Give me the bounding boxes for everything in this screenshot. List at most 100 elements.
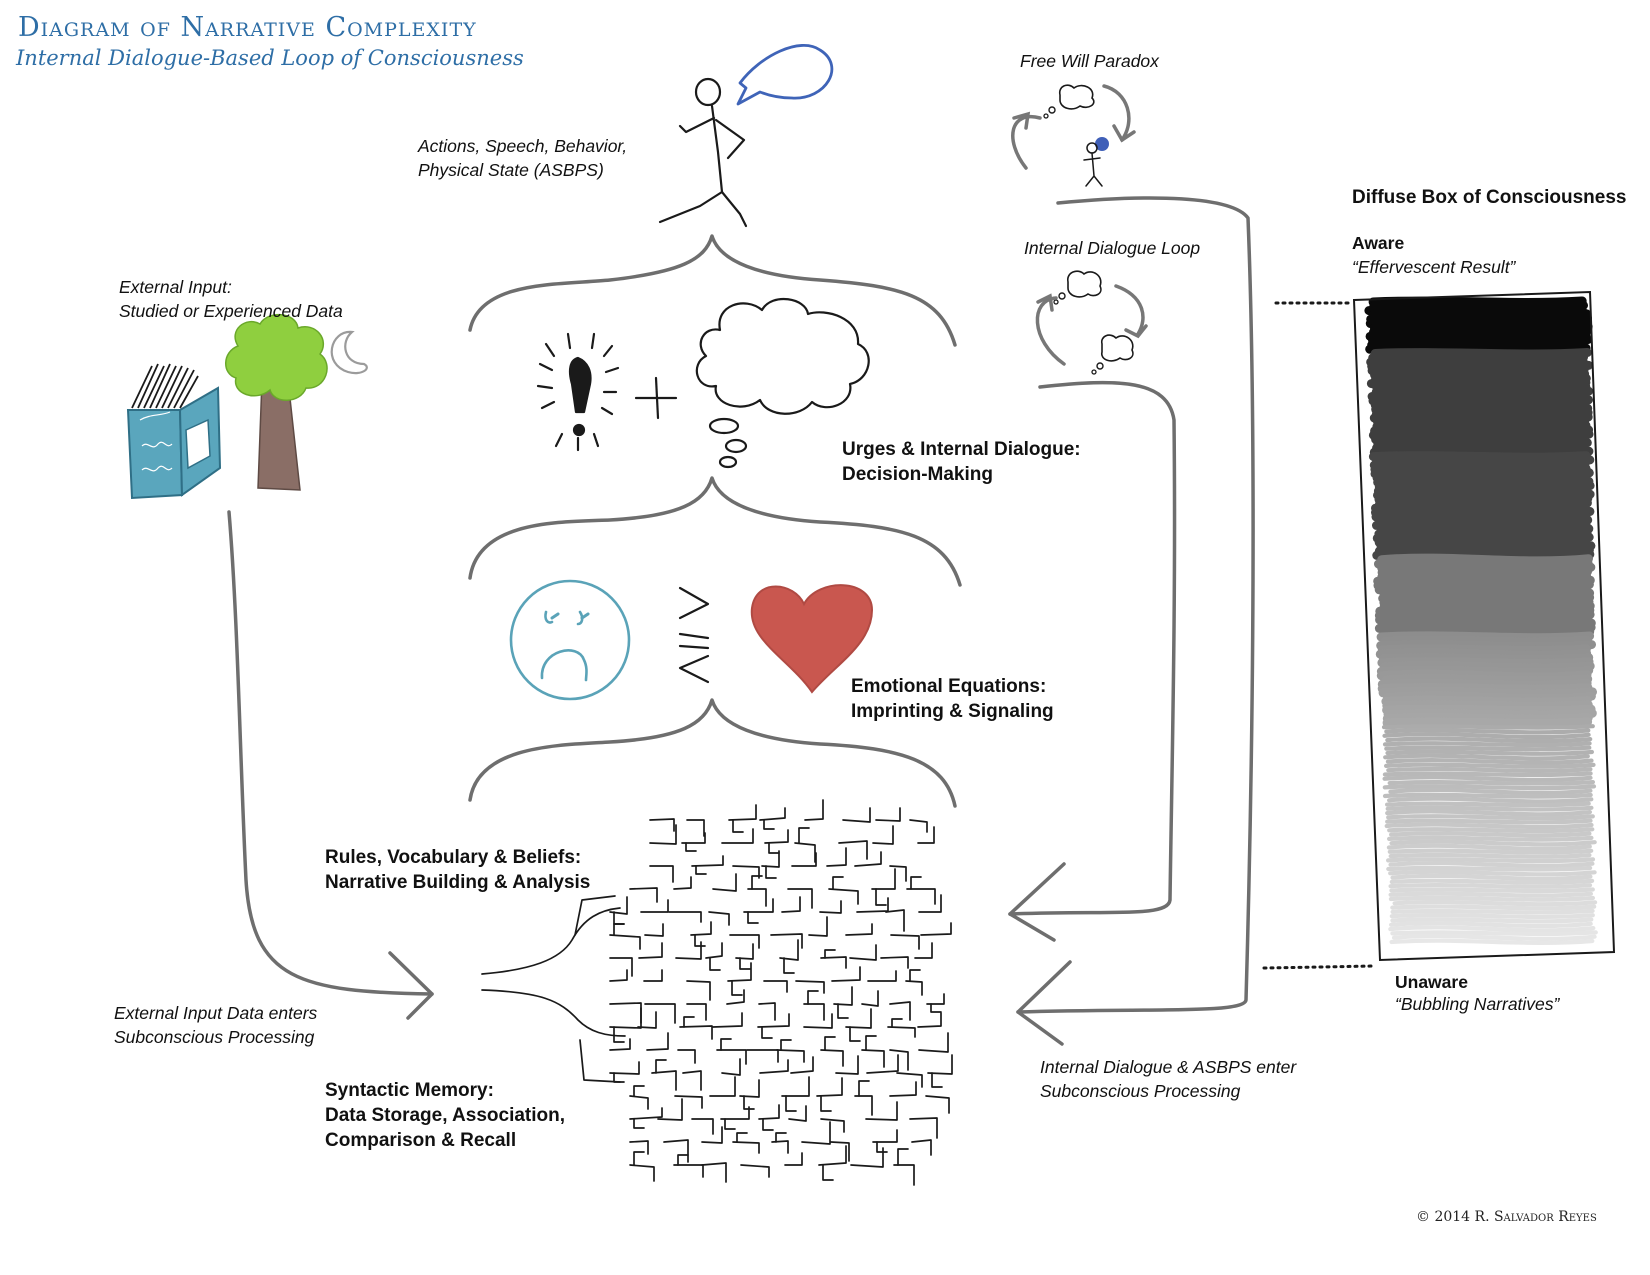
maze-segment	[833, 986, 853, 1006]
asbps-arrowhead	[1016, 960, 1072, 1046]
internal-dialogue-arrowhead	[1008, 862, 1066, 942]
consciousness-scribble	[1382, 732, 1591, 740]
maze-segment	[826, 847, 847, 867]
maze-segment	[787, 888, 813, 909]
consciousness-scribble	[1385, 758, 1594, 765]
maze-segment	[673, 876, 692, 890]
maze-segment	[762, 1118, 774, 1131]
consciousness-scribble	[1391, 933, 1597, 941]
maze-segment	[780, 1039, 792, 1051]
consciousness-scribble	[1385, 809, 1592, 817]
maze-segment	[694, 934, 706, 947]
maze-segment	[818, 1145, 847, 1166]
maze-segment	[701, 1162, 727, 1183]
consciousness-scribble	[1392, 899, 1598, 907]
maze-segment	[649, 865, 674, 883]
maze-segment	[663, 1139, 689, 1163]
asbps-label-line1: Actions, Speech, Behavior,	[418, 136, 628, 156]
asbps-connector	[1016, 196, 1255, 1014]
maze-segment	[746, 1049, 779, 1063]
consciousness-scribble	[1384, 745, 1592, 752]
maze-segment	[686, 819, 705, 837]
maze-segment	[920, 922, 952, 936]
maze-segment	[930, 1003, 942, 1013]
consciousness-scribble	[1382, 792, 1593, 799]
maze-segment	[918, 894, 942, 913]
maze-segment	[677, 1049, 696, 1064]
urges-label-line1: Urges & Internal Dialogue:	[842, 439, 1081, 460]
maze-segment	[925, 1095, 950, 1114]
maze-segment	[657, 1098, 683, 1121]
maze-segment	[644, 923, 664, 937]
maze-segment	[629, 887, 658, 903]
maze-segment	[655, 1059, 667, 1074]
maze-segment	[735, 943, 754, 960]
maze-segment	[828, 888, 859, 905]
maze-segment	[759, 807, 786, 821]
maze-segment	[816, 1077, 843, 1097]
maze-segment	[579, 1039, 621, 1083]
maze-segment	[822, 1164, 834, 1181]
maze-segment	[872, 825, 894, 845]
maze-segment	[770, 933, 803, 949]
urges-label-line2: Decision-Making	[842, 464, 993, 485]
maze-segment	[629, 1095, 649, 1110]
maze-segment	[709, 957, 721, 971]
maze-segment	[865, 1101, 898, 1121]
maze-segment	[872, 1129, 898, 1143]
maze-segment	[794, 842, 816, 863]
maze-segment	[927, 1054, 953, 1075]
maze-segment	[724, 1118, 736, 1130]
brace-middle	[468, 476, 962, 587]
copyright: © 2014 R. Salvador Reyes	[1416, 1209, 1597, 1225]
consciousness-scribble	[1390, 873, 1593, 881]
consciousness-scribble	[1386, 766, 1593, 773]
consciousness-scribble	[1385, 749, 1594, 756]
maze-segment	[926, 993, 945, 1005]
maze-segment	[880, 956, 909, 969]
maze-segment	[909, 969, 921, 982]
consciousness-scribble	[1390, 917, 1594, 924]
maze-segment	[889, 1001, 911, 1021]
external-input-arrowhead	[388, 951, 434, 1020]
maze-segment	[909, 819, 928, 833]
maze-segment	[609, 957, 633, 977]
maze-segment	[629, 1140, 649, 1155]
maze-segment	[686, 1003, 707, 1021]
syntactic-label: Syntactic Memory: Data Storage, Associat…	[325, 1078, 565, 1153]
free-will-paradox-icon	[1011, 84, 1136, 187]
maze-segment	[824, 1036, 836, 1051]
sad-face-icon	[509, 579, 631, 701]
consciousness-scribble	[1386, 865, 1593, 872]
consciousness-scribble	[1385, 736, 1593, 744]
maze-segment	[731, 980, 743, 996]
maze-segment	[918, 1032, 949, 1053]
maze-segment	[905, 980, 923, 996]
maze-segment	[739, 1079, 760, 1098]
syntactic-label-line3: Comparison & Recall	[325, 1130, 517, 1151]
maze-segment	[691, 1118, 714, 1135]
maze-segment	[763, 980, 788, 993]
emotional-label-line1: Emotional Equations:	[851, 676, 1047, 697]
syntactic-label-line1: Syntactic Memory:	[325, 1080, 494, 1101]
maze-segment	[729, 934, 760, 949]
maze-segment	[820, 1118, 845, 1133]
external-input-label: External Input: Studied or Experienced D…	[119, 275, 343, 323]
consciousness-scribble	[1389, 887, 1595, 894]
maze-segment	[728, 804, 757, 821]
maze-segment	[761, 1026, 773, 1039]
maze-segment	[679, 1025, 713, 1040]
emotional-label: Emotional Equations: Imprinting & Signal…	[851, 674, 1054, 724]
consciousness-scribble	[1382, 771, 1593, 778]
maze-segment	[820, 956, 847, 969]
maze-segment	[609, 969, 628, 982]
maze-segment	[732, 819, 744, 833]
maze-segment	[674, 1095, 703, 1109]
maze-segment	[832, 876, 844, 890]
maze-segment	[764, 829, 789, 844]
maze-segment	[861, 990, 879, 1007]
maze-segment	[716, 1049, 747, 1065]
consciousness-scribble	[1384, 762, 1596, 769]
maze-segment	[791, 852, 817, 867]
